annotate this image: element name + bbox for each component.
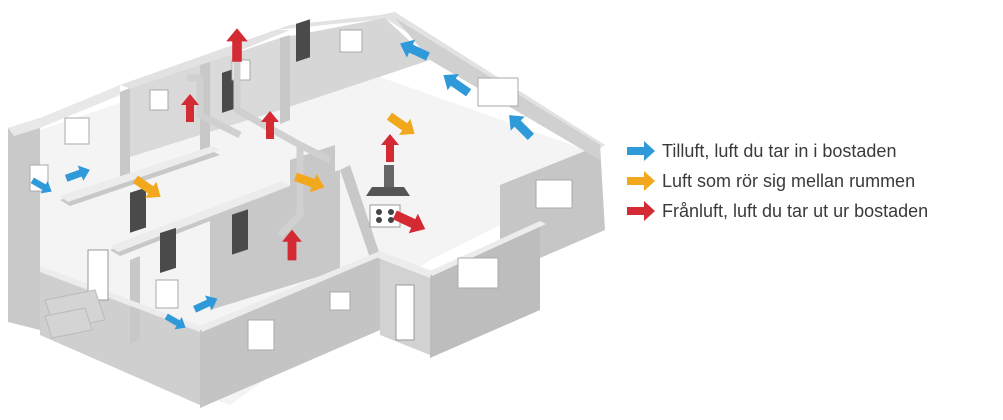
legend-label-supply: Tilluft, luft du tar in i bostaden <box>662 141 896 162</box>
legend-item-supply: Tilluft, luft du tar in i bostaden <box>626 136 1003 166</box>
blue-arrow-icon <box>626 140 656 162</box>
legend: Tilluft, luft du tar in i bostaden Luft … <box>626 136 1003 226</box>
legend-label-exhaust: Frånluft, luft du tar ut ur bostaden <box>662 201 928 222</box>
legend-label-transfer: Luft som rör sig mellan rummen <box>662 171 915 192</box>
orange-arrow-icon <box>626 170 656 192</box>
red-arrow-icon <box>626 200 656 222</box>
legend-item-transfer: Luft som rör sig mellan rummen <box>626 166 1003 196</box>
house-cutaway-illustration <box>0 0 610 420</box>
legend-item-exhaust: Frånluft, luft du tar ut ur bostaden <box>626 196 1003 226</box>
